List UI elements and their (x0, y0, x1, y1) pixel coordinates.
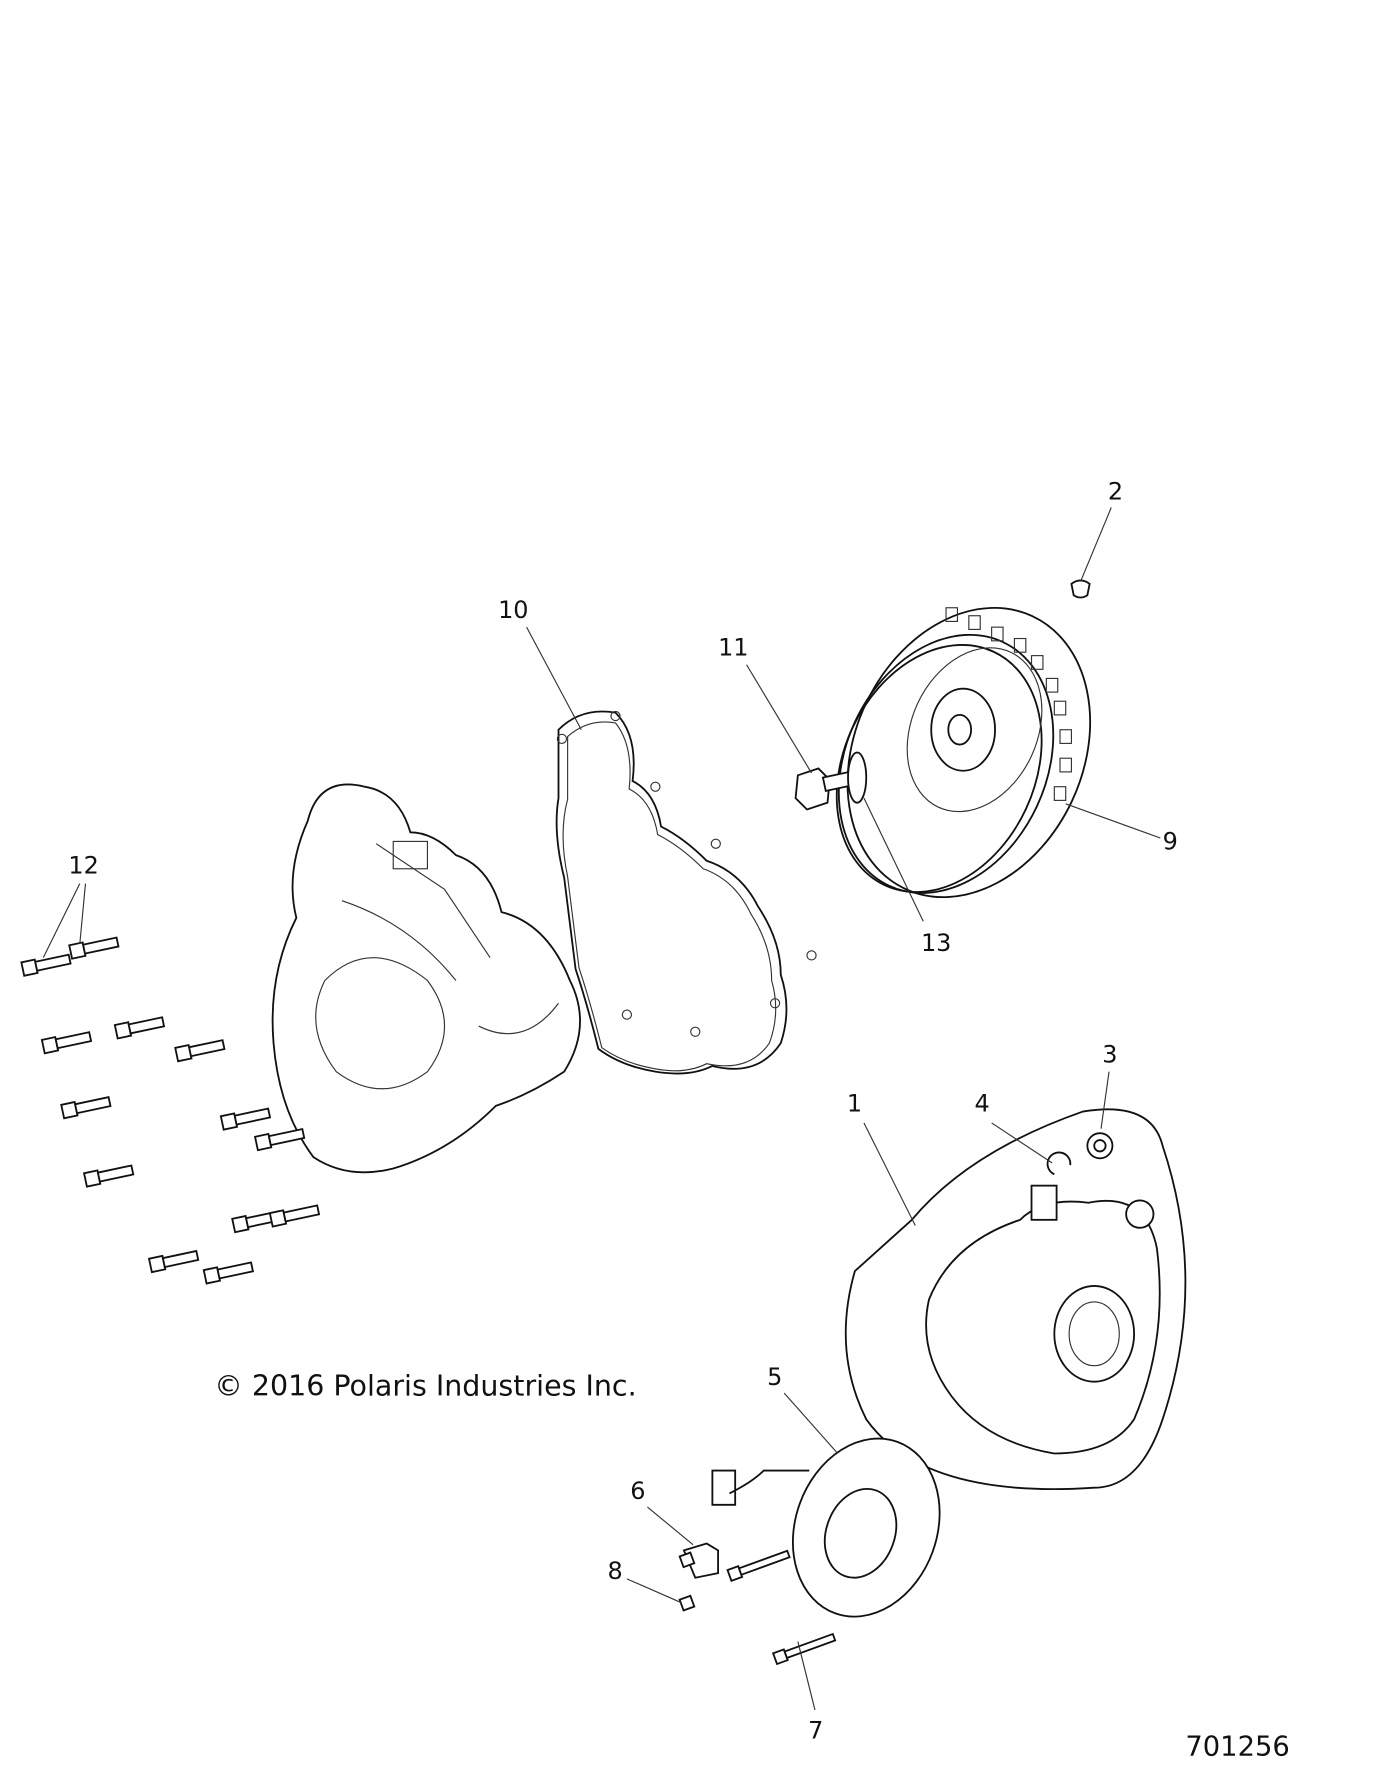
leader-lines (42, 507, 1161, 1711)
callout-7: 7 (808, 1716, 823, 1744)
housing-assembly-part (844, 1108, 1187, 1491)
callout-3: 3 (1102, 1041, 1117, 1069)
callout-11: 11 (718, 634, 748, 662)
callout-2: 2 (1108, 477, 1123, 505)
callout-10: 10 (498, 596, 528, 624)
stator-part (678, 1437, 941, 1666)
gasket-part (555, 710, 817, 1075)
callout-1: 1 (847, 1090, 862, 1118)
stator-cover-part (271, 783, 581, 1174)
callout-5: 5 (767, 1363, 782, 1391)
flywheel-bolt-part (794, 751, 868, 811)
callout-8: 8 (608, 1557, 623, 1585)
callout-12: 12 (68, 851, 98, 879)
callout-9: 9 (1163, 827, 1178, 855)
woodruff-key-part (1070, 579, 1091, 599)
callout-13: 13 (921, 929, 951, 957)
callout-4: 4 (975, 1090, 990, 1118)
figure-number: 701256 (1185, 1732, 1289, 1763)
cover-bolts-part (20, 936, 321, 1285)
copyright-notice: © 2016 Polaris Industries Inc. (214, 1369, 636, 1402)
flywheel-part (835, 606, 1092, 899)
callout-6: 6 (630, 1477, 645, 1505)
